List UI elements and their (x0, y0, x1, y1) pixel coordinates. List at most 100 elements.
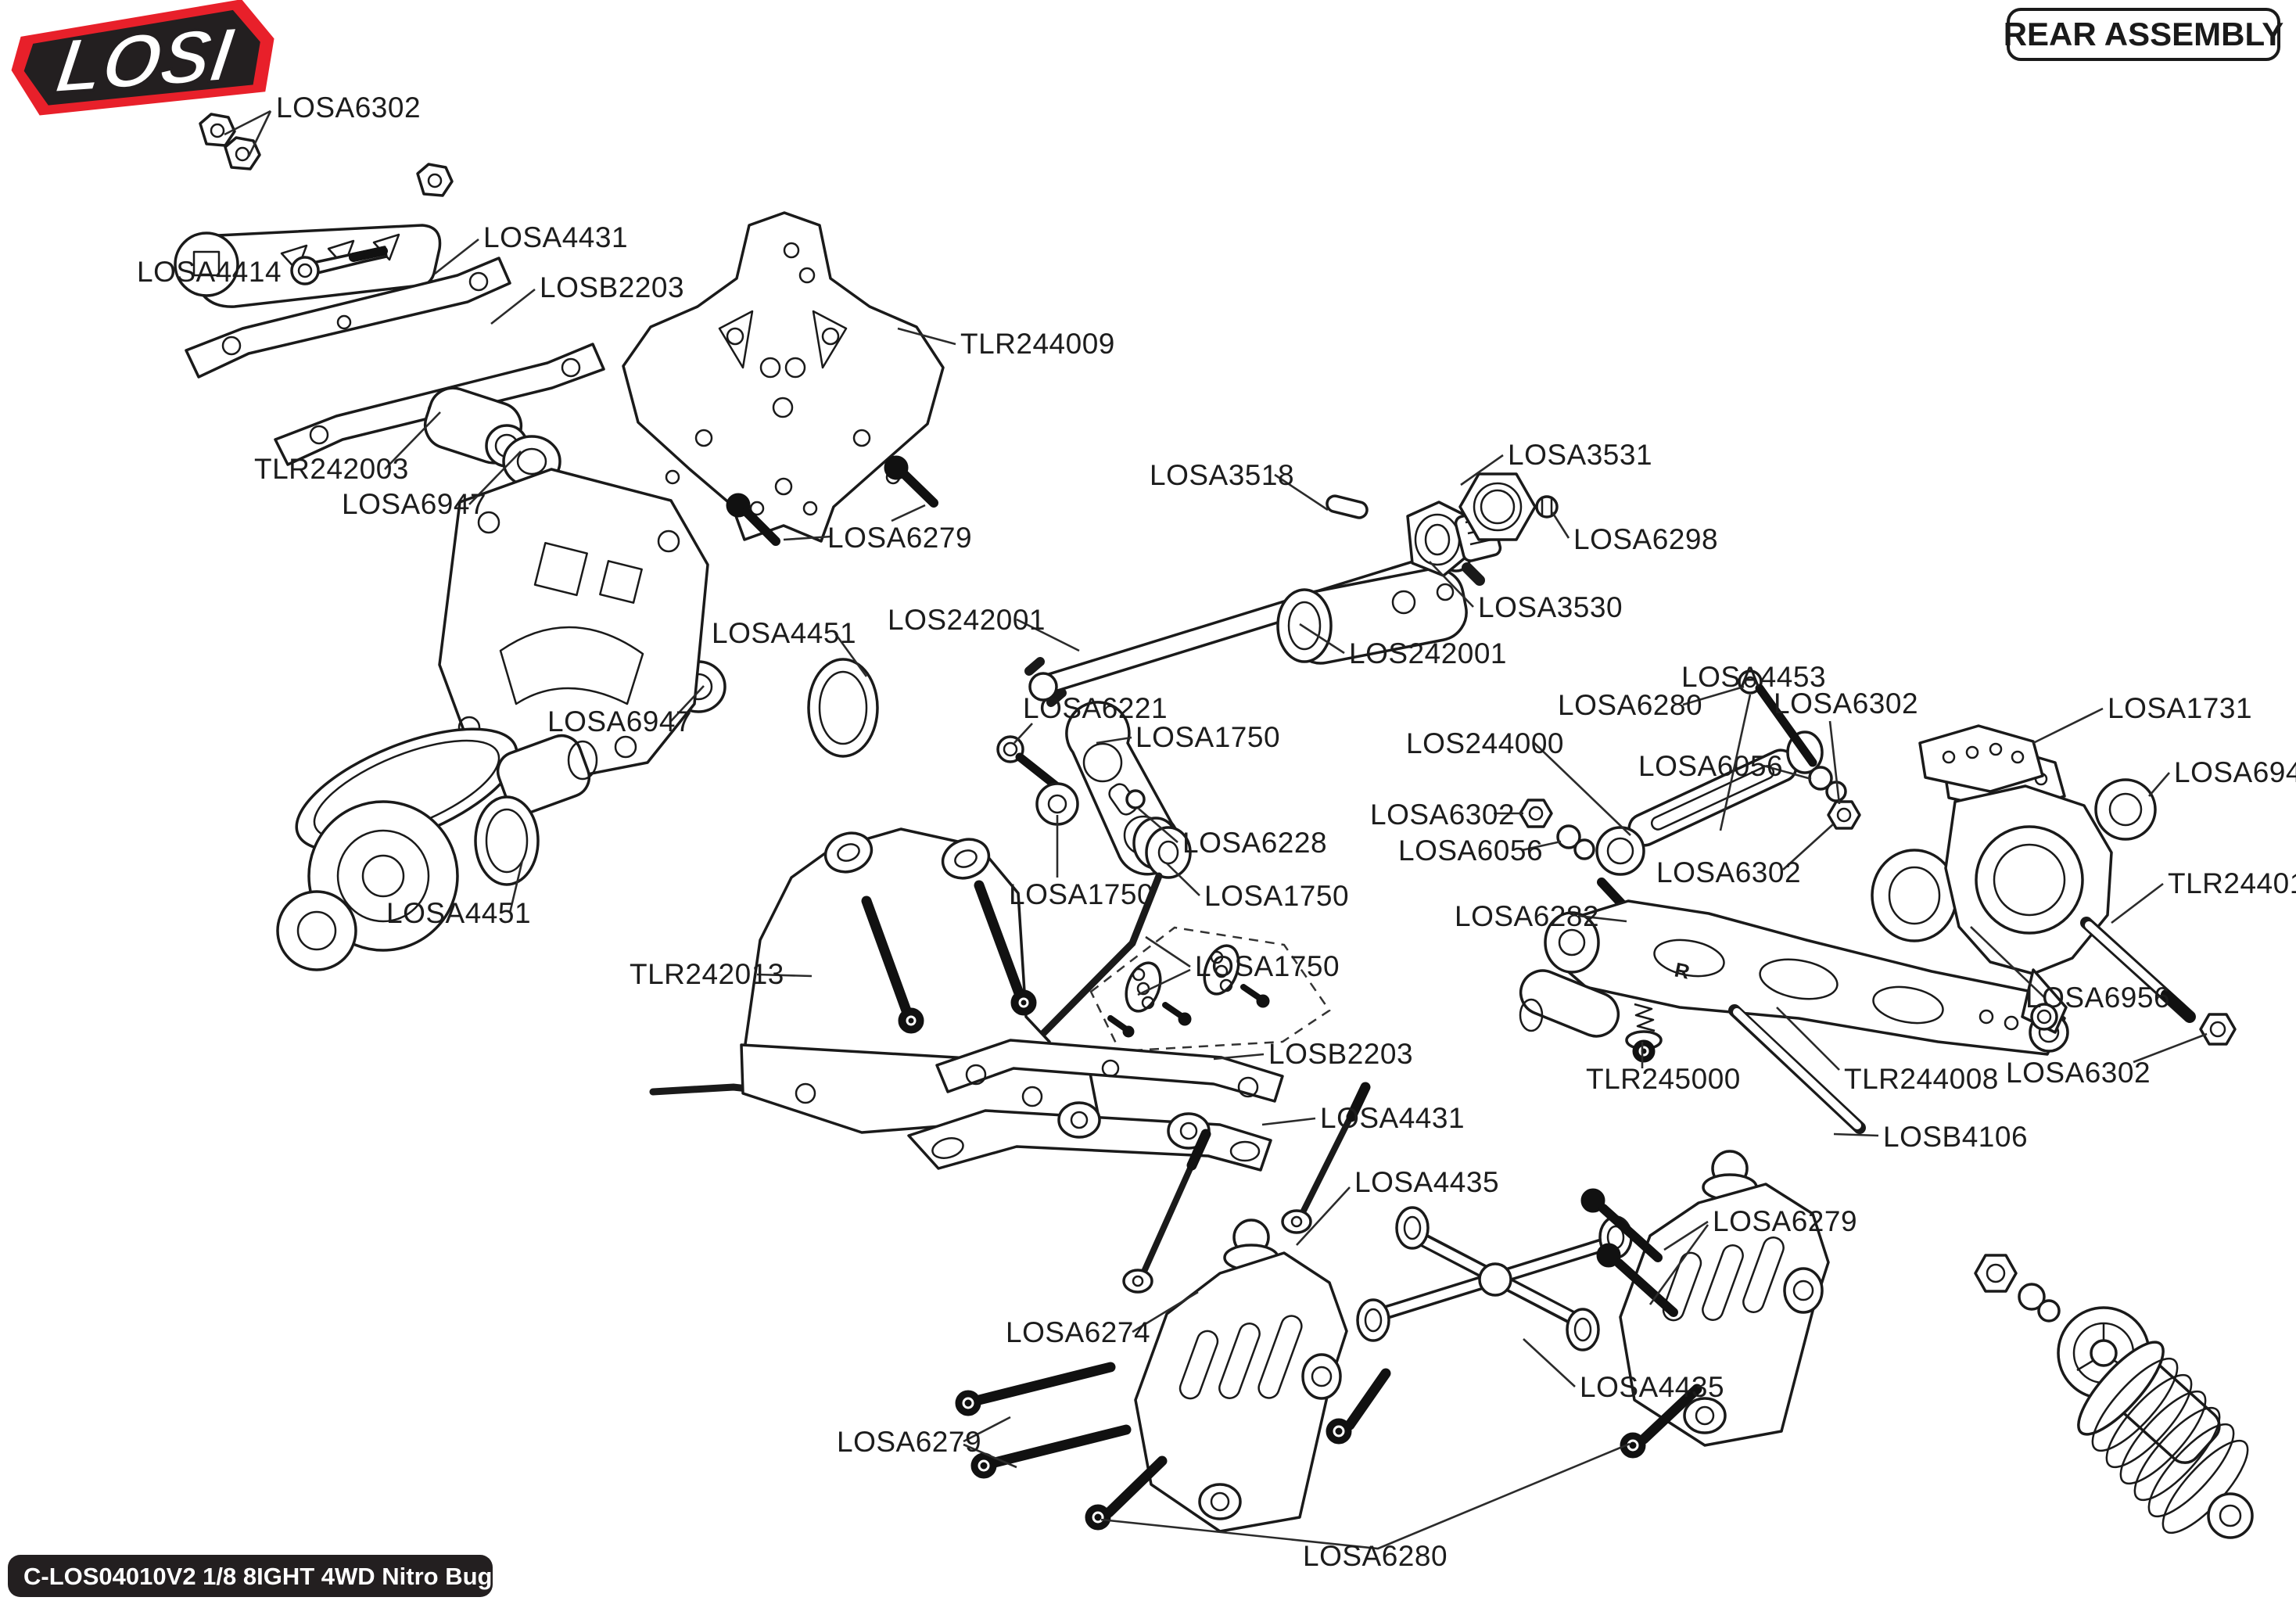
leader-line-losa6279-c-1 (963, 1443, 1017, 1469)
leader-line-losa1750-a-0 (1096, 736, 1132, 745)
part-label-tlr244009: TLR244009 (960, 328, 1115, 360)
part-label-losa6302-d: LOSA6302 (1370, 799, 1515, 831)
leader-line-losa6279-b-0 (1663, 1220, 1709, 1251)
part-label-losa6956: LOSA6956 (2025, 982, 2170, 1014)
leader-line-losa6228-0 (1138, 808, 1178, 843)
screws-losa6279-right (1580, 1188, 1678, 1317)
part-label-losa6282: LOSA6282 (1455, 900, 1599, 932)
part-label-losa1750-c: LOSA1750 (1204, 880, 1349, 912)
title-box: REAR ASSEMBLY (2004, 8, 2284, 61)
footer-bar: C-LOS04010V2 1/8 8IGHT 4WD Nitro Buggy R… (8, 1555, 577, 1597)
leader-line-losa4435-b-0 (1523, 1338, 1576, 1387)
leader-line-tlr244008-0 (1776, 1007, 1840, 1071)
leader-line-losa6282-0 (1577, 914, 1627, 923)
part-label-losa4451-a: LOSA4451 (712, 617, 856, 649)
part-label-losa6280-b: LOSA6280 (1303, 1540, 1448, 1572)
setscrew-losa6298 (1535, 495, 1559, 519)
footer-text: C-LOS04010V2 1/8 8IGHT 4WD Nitro Buggy R… (23, 1563, 577, 1590)
leader-line-losa6302-c-0 (1782, 824, 1834, 870)
leader-line-losa6302-a-0 (224, 109, 271, 136)
part-label-losa4431-b: LOSA4431 (1320, 1102, 1465, 1134)
part-label-losa6221: LOSA6221 (1023, 692, 1168, 724)
leader-line-losa4451-a-0 (834, 633, 868, 677)
tower-screws (726, 455, 938, 546)
rocker-link-group (996, 701, 1192, 879)
driveshaft-coupler (1276, 567, 1468, 665)
part-label-tlr244012: TLR244012 (2168, 867, 2296, 899)
part-label-losa6279-c: LOSA6279 (837, 1426, 981, 1458)
parts-layer: R (174, 113, 2254, 1539)
leader-line-losa6279-c-0 (963, 1416, 1011, 1443)
part-label-losa4431-a: LOSA4431 (483, 221, 628, 253)
lower-suspension-arm: R (1519, 899, 2069, 1056)
part-label-losa6947-a: LOSA6947 (342, 488, 486, 520)
knuckle-group (1871, 724, 2237, 1046)
hub-mount-left (1134, 1219, 1348, 1533)
part-label-losa1750-b: LOSA1750 (1009, 878, 1153, 910)
part-label-losa6279-b: LOSA6279 (1713, 1205, 1857, 1237)
leader-line-los244000-0 (1534, 742, 1631, 836)
shock-tower (622, 211, 945, 543)
leader-line-losa3531-0 (1460, 454, 1504, 486)
pivot-brace-losa4431 (907, 1101, 1272, 1172)
leader-line-los242001-a-0 (1016, 618, 1080, 652)
hinge-pin-losb4106 (1728, 1004, 1866, 1134)
part-label-tlr242013: TLR242013 (630, 958, 784, 990)
leader-line-losa6947-a-0 (468, 450, 522, 505)
part-label-losa6279-a: LOSA6279 (827, 522, 972, 554)
pin-losa3518 (1326, 494, 1369, 519)
spring-screw-tlr245000 (1625, 1003, 1663, 1063)
diff-seal-rings (474, 658, 879, 886)
part-label-losa6056-b: LOSA6056 (1398, 835, 1543, 867)
labels-layer: LOSA6302LOSA4414LOSA4431LOSB2203TLR24400… (137, 92, 2296, 1572)
leader-line-losa6956-0 (1970, 926, 2046, 999)
long-screws-losa6274 (1122, 1082, 1371, 1294)
part-label-losa6302-e: LOSA6302 (2006, 1057, 2151, 1089)
part-label-losa6280-a: LOSA6280 (1558, 689, 1702, 721)
leader-line-losa6274-0 (1132, 1290, 1199, 1333)
leader-line-losb2203-b-0 (1213, 1053, 1265, 1061)
part-label-tlr242003: TLR242003 (254, 453, 409, 485)
leader-line-tlr244012-0 (2111, 882, 2164, 924)
leader-line-tlr244009-0 (897, 327, 956, 346)
losi-logo-text: LOSI (52, 11, 240, 109)
part-label-losa4453: LOSA4453 (1681, 661, 1826, 693)
leader-line-losa6221-0 (1013, 723, 1033, 744)
differential (276, 727, 598, 971)
leader-line-losa6056-b-0 (1521, 840, 1562, 852)
page-title: REAR ASSEMBLY (2004, 16, 2284, 52)
part-label-losa4414: LOSA4414 (137, 256, 282, 288)
screws-losa6279-left (955, 1362, 1132, 1479)
part-label-losa6942: LOSA6942 (2174, 756, 2296, 788)
screws-losa6280 (1085, 1368, 1702, 1531)
part-label-losb2203-a: LOSB2203 (540, 271, 684, 303)
leader-line-losa6279-a-0 (783, 535, 832, 541)
leader-line-losa6280-b-0 (1100, 1442, 1631, 1550)
leader-line-los242001-b-0 (1299, 623, 1345, 655)
leader-line-losa6942-0 (2148, 772, 2170, 797)
leader-line-losa6302-e-0 (2133, 1032, 2208, 1064)
cross-brace-posts (1356, 1206, 1633, 1351)
part-label-losb2203-b: LOSB2203 (1268, 1038, 1413, 1070)
part-label-losa6302-c: LOSA6302 (1656, 856, 1801, 888)
chassis-brace-upper (185, 257, 511, 379)
leader-line-losa6947-b-0 (670, 685, 705, 722)
leader-line-losa3530-0 (1429, 561, 1474, 608)
shock-absorber (1974, 1254, 2254, 1539)
leader-line-losb4106-0 (1833, 1132, 1879, 1137)
leader-line-losa4453-0 (1719, 694, 1752, 831)
part-label-los242001-a: LOS242001 (888, 604, 1046, 636)
part-label-losa1750-a: LOSA1750 (1135, 721, 1280, 753)
losi-logo: LOSI (11, 0, 274, 116)
leader-line-losa6302-b-0 (1828, 720, 1841, 805)
part-label-losa4451-b: LOSA4451 (386, 897, 531, 929)
part-label-losa6228: LOSA6228 (1182, 827, 1327, 859)
leader-line-losa6279-b-1 (1648, 1224, 1709, 1305)
leader-line-losa6280-a-0 (1682, 685, 1745, 706)
wheel-nut (1458, 472, 1537, 541)
leader-line-losa3518-0 (1274, 473, 1329, 511)
leader-line-losa6302-a-1 (247, 110, 272, 157)
pin-brace-losb2203 (935, 1039, 1284, 1103)
leader-line-losa1750-c-0 (1166, 863, 1200, 896)
